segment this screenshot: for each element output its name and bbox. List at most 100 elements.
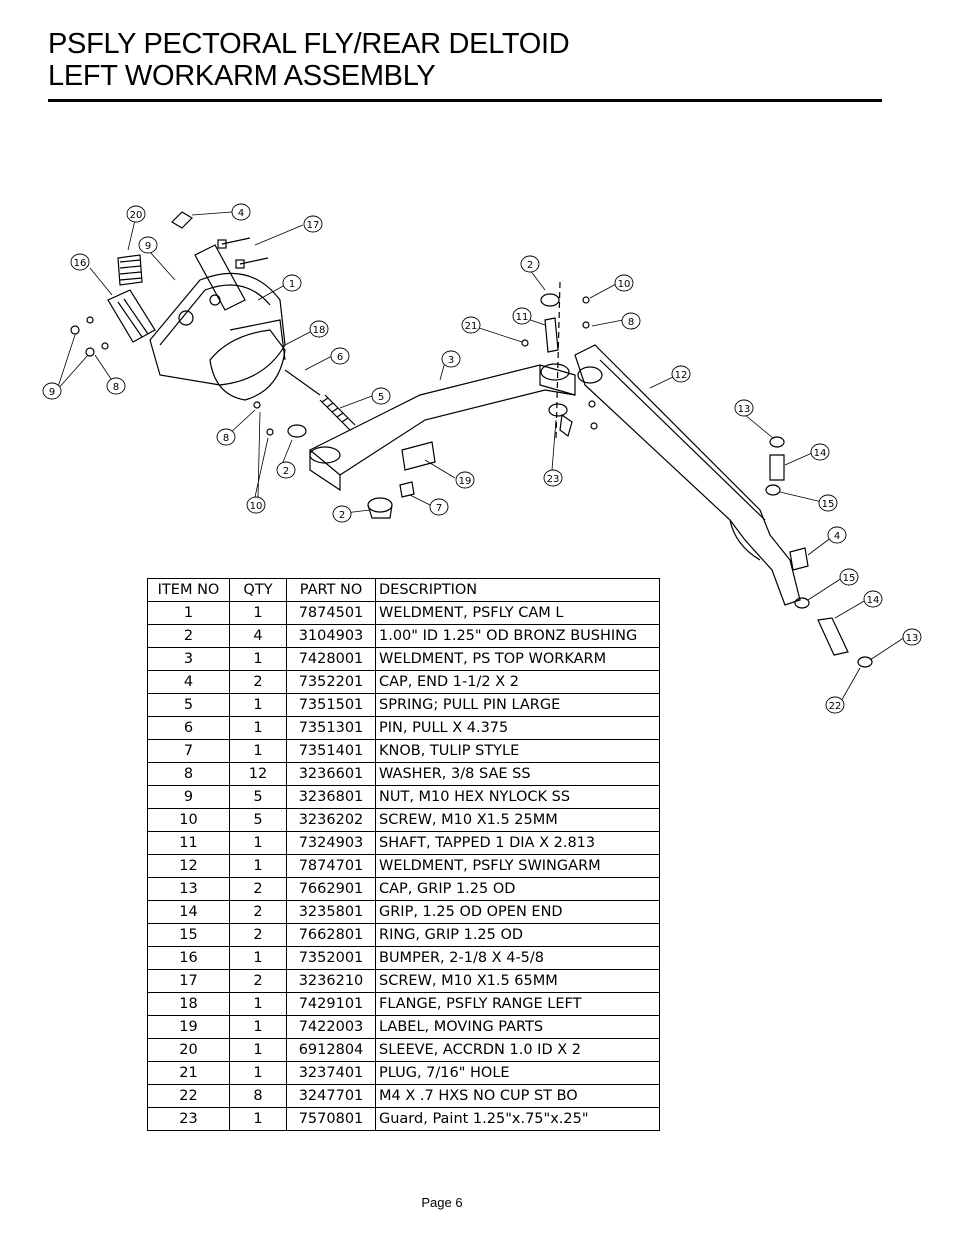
callout-balloon: 16 — [70, 253, 90, 271]
description-cell: NUT, M10 HEX NYLOCK SS — [375, 785, 660, 809]
callout-number: 21 — [465, 321, 478, 332]
callout-balloon: 13 — [734, 399, 754, 417]
hardware-drawing — [70, 296, 598, 436]
callout-balloon: 3 — [441, 350, 461, 368]
qty-cell: 1 — [229, 831, 287, 855]
part-no-cell: 7324903 — [286, 831, 376, 855]
bushing-knob-drawing — [287, 293, 568, 519]
item-no-cell: 7 — [147, 739, 230, 763]
part-no-cell: 7352201 — [286, 670, 376, 694]
qty-cell: 1 — [229, 1038, 287, 1062]
callout-balloon: 5 — [371, 387, 391, 405]
description-cell: WELDMENT, PSFLY CAM L — [375, 601, 660, 625]
item-no-cell: 18 — [147, 992, 230, 1016]
item-no-cell: 15 — [147, 923, 230, 947]
callout-number: 13 — [906, 633, 919, 644]
callout-number: 16 — [74, 258, 87, 269]
part-no-cell: 7874501 — [286, 601, 376, 625]
part-no-cell: 7662901 — [286, 877, 376, 901]
item-no-cell: 19 — [147, 1015, 230, 1039]
part-no-cell: 7352001 — [286, 946, 376, 970]
item-no-cell: 5 — [147, 693, 230, 717]
callout-number: 2 — [283, 466, 289, 477]
callout-number: 20 — [130, 210, 143, 221]
description-cell: SLEEVE, ACCRDN 1.0 ID X 2 — [375, 1038, 660, 1062]
item-no-cell: 13 — [147, 877, 230, 901]
qty-cell: 1 — [229, 716, 287, 740]
callout-balloon: 22 — [825, 696, 845, 714]
description-cell: RING, GRIP 1.25 OD — [375, 923, 660, 947]
description-cell: GRIP, 1.25 OD OPEN END — [375, 900, 660, 924]
callout-number: 8 — [113, 382, 119, 393]
header-item-no: ITEM NO — [147, 578, 230, 602]
qty-cell: 1 — [229, 1107, 287, 1131]
callout-number: 15 — [843, 573, 856, 584]
callout-number: 10 — [250, 501, 263, 512]
title-underline — [48, 99, 882, 102]
page-number: Page 6 — [421, 1195, 463, 1210]
part-no-cell: 6912804 — [286, 1038, 376, 1062]
pull-pin-drawing — [284, 369, 356, 431]
qty-cell: 1 — [229, 946, 287, 970]
part-no-cell: 7351401 — [286, 739, 376, 763]
swingarm-drawing — [574, 344, 801, 606]
part-no-cell: 3236210 — [286, 969, 376, 993]
callout-balloon: 10 — [246, 496, 266, 514]
callout-balloon: 17 — [303, 215, 323, 233]
callout-balloon: 8 — [621, 312, 641, 330]
qty-cell: 2 — [229, 670, 287, 694]
description-cell: SCREW, M10 X1.5 25MM — [375, 808, 660, 832]
callout-number: 22 — [829, 701, 842, 712]
callout-balloon: 9 — [138, 236, 158, 254]
end-cap-drawing — [171, 211, 193, 229]
item-no-cell: 3 — [147, 647, 230, 671]
description-cell: SCREW, M10 X1.5 65MM — [375, 969, 660, 993]
description-cell: Guard, Paint 1.25"x.75"x.25" — [375, 1107, 660, 1131]
callout-number: 2 — [339, 510, 345, 521]
callout-number: 14 — [814, 448, 827, 459]
callout-number: 8 — [628, 317, 634, 328]
callout-balloon: 14 — [810, 443, 830, 461]
callout-balloon: 13 — [902, 628, 922, 646]
qty-cell: 1 — [229, 1015, 287, 1039]
part-no-cell: 3236202 — [286, 808, 376, 832]
title-line-1: PSFLY PECTORAL FLY/REAR DELTOID — [48, 28, 570, 60]
item-no-cell: 21 — [147, 1061, 230, 1085]
callout-number: 5 — [378, 392, 384, 403]
part-no-cell: 7428001 — [286, 647, 376, 671]
callout-balloon: 15 — [818, 494, 838, 512]
callout-number: 1 — [289, 279, 295, 290]
callout-number: 6 — [337, 352, 343, 363]
callout-balloon: 2 — [276, 461, 296, 479]
description-cell: SHAFT, TAPPED 1 DIA X 2.813 — [375, 831, 660, 855]
callout-number: 7 — [436, 503, 442, 514]
header-part-no: PART NO — [286, 578, 376, 602]
qty-cell: 12 — [229, 762, 287, 786]
qty-cell: 1 — [229, 854, 287, 878]
description-cell: 1.00" ID 1.25" OD BRONZ BUSHING — [375, 624, 660, 648]
callout-number: 4 — [238, 208, 244, 219]
description-cell: PIN, PULL X 4.375 — [375, 716, 660, 740]
part-no-cell: 7422003 — [286, 1015, 376, 1039]
part-no-cell: 3236801 — [286, 785, 376, 809]
qty-cell: 4 — [229, 624, 287, 648]
description-cell: FLANGE, PSFLY RANGE LEFT — [375, 992, 660, 1016]
qty-cell: 5 — [229, 785, 287, 809]
part-no-cell: 3104903 — [286, 624, 376, 648]
callout-balloon: 21 — [461, 316, 481, 334]
callout-balloon: 11 — [512, 307, 532, 325]
item-no-cell: 6 — [147, 716, 230, 740]
part-no-cell: 3237401 — [286, 1061, 376, 1085]
callout-number: 14 — [867, 595, 880, 606]
item-no-cell: 2 — [147, 624, 230, 648]
callout-balloon: 8 — [106, 377, 126, 395]
